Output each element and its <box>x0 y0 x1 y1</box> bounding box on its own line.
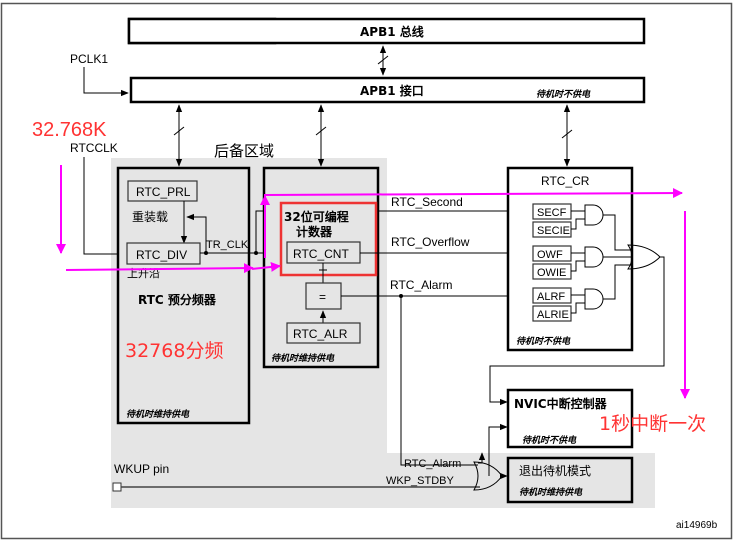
one-second-annotation: 1秒中断一次 <box>599 413 706 435</box>
secie-label: SECIE <box>537 225 570 237</box>
alarm-tick-arrow <box>478 452 486 464</box>
counter-caption-1: 32位可编程 <box>284 209 349 224</box>
pink-arrow-counter <box>251 261 281 272</box>
cr-bus-slash <box>561 129 573 139</box>
freq-annotation: 32.768K <box>32 119 107 141</box>
counter-caption-2: 计数器 <box>296 224 333 239</box>
nvic-title: NVIC中断控制器 <box>514 396 608 411</box>
bus-slash <box>377 55 389 65</box>
flag-group-overflow: OWF OWIE <box>532 245 572 280</box>
prescaler-power-note: 待机时维持供电 <box>126 409 190 420</box>
rtc-alarm-label: RTC_Alarm <box>390 278 452 292</box>
rtc-cr-power-note: 待机时不供电 <box>516 336 571 347</box>
wkup-pin-label: WKUP pin <box>114 462 169 476</box>
apb1-interface-power-note: 待机时不供电 <box>536 89 591 100</box>
pink-arrow-divider <box>65 263 254 274</box>
backup-domain-label: 后备区域 <box>214 142 274 160</box>
rtc-prl-label: RTC_PRL <box>136 185 191 199</box>
counter-highlight <box>279 201 378 277</box>
divide-annotation: 32768分频 <box>125 340 223 362</box>
and-gate-alarm <box>584 288 604 310</box>
nvic-block <box>506 388 634 449</box>
alrie-label: ALRIE <box>537 309 569 321</box>
counter-bus-slash <box>315 126 327 136</box>
counter-power-note: 待机时维持供电 <box>271 353 335 364</box>
apb1-bus-box <box>127 17 646 45</box>
owf-label: OWF <box>537 249 563 261</box>
rtc-alr-register <box>286 322 361 344</box>
interrupt-to-nvic-wire <box>489 256 665 406</box>
junction-dot <box>204 251 208 255</box>
compare-symbol: = <box>319 290 326 304</box>
rtcclk-wire <box>83 157 126 258</box>
wakeup-or-gate <box>473 461 503 491</box>
pink-arrow-right <box>263 188 683 199</box>
and-gate-alarm-inputs <box>571 294 585 314</box>
standby-exit-block <box>506 456 634 504</box>
reload-label: 重装载 <box>132 210 168 224</box>
rtc-alarm-standby-wire <box>400 296 478 466</box>
rtc-cr-title: RTC_CR <box>541 174 590 188</box>
rtcclk-label: RTCCLK <box>70 141 118 155</box>
or-gate-inputs <box>603 214 632 300</box>
owie-label: OWIE <box>537 267 566 279</box>
secf-label: SECF <box>537 207 567 219</box>
apb1-bus-label: APB1 总线 <box>360 24 424 39</box>
rtc-overflow-label: RTC_Overflow <box>391 235 470 249</box>
reload-feedback-wire <box>186 213 207 254</box>
pclk1-label: PCLK1 <box>70 52 108 66</box>
rtc-prl-register <box>127 180 198 202</box>
rtc-second-wire <box>255 207 531 253</box>
and-gates <box>571 204 604 314</box>
and-gate-second <box>584 204 604 226</box>
flag-group-alarm: ALRF ALRIE <box>532 287 572 322</box>
apb1-interface-label: APB1 接口 <box>360 83 424 98</box>
alarm-to-nvic-wire <box>488 423 508 476</box>
nvic-power-note: 待机时不供电 <box>522 435 577 446</box>
apb1-interface <box>129 76 646 104</box>
rtc-second-label: RTC_Second <box>391 195 463 209</box>
standby-exit-power-note: 待机时维持供电 <box>519 487 583 498</box>
alrf-label: ALRF <box>537 291 565 303</box>
or-gate <box>627 244 661 270</box>
rtc-div-label: RTC_DIV <box>136 248 187 262</box>
figure-id: ai14969b <box>676 520 718 531</box>
and-gate-overflow <box>584 246 604 268</box>
prescaler-bus-slash <box>173 126 185 136</box>
wkup-pin[interactable] <box>112 482 122 492</box>
flag-group-second: SECF SECIE <box>532 203 572 238</box>
and-gate-overflow-inputs <box>571 252 585 272</box>
and-gate-second-inputs <box>571 210 585 230</box>
tr-clk-label: TR_CLK <box>206 239 249 251</box>
wkp-stdby-label: WKP_STDBY <box>386 475 455 487</box>
pclk1-wire <box>83 67 129 97</box>
rtc-alr-label: RTC_ALR <box>293 327 348 341</box>
rtc-cnt-label: RTC_CNT <box>293 247 349 261</box>
prescaler-title: RTC 预分频器 <box>138 292 217 307</box>
rtc-alarm-label-2: RTC_Alarm <box>404 458 461 470</box>
standby-exit-title: 退出待机模式 <box>519 464 591 478</box>
